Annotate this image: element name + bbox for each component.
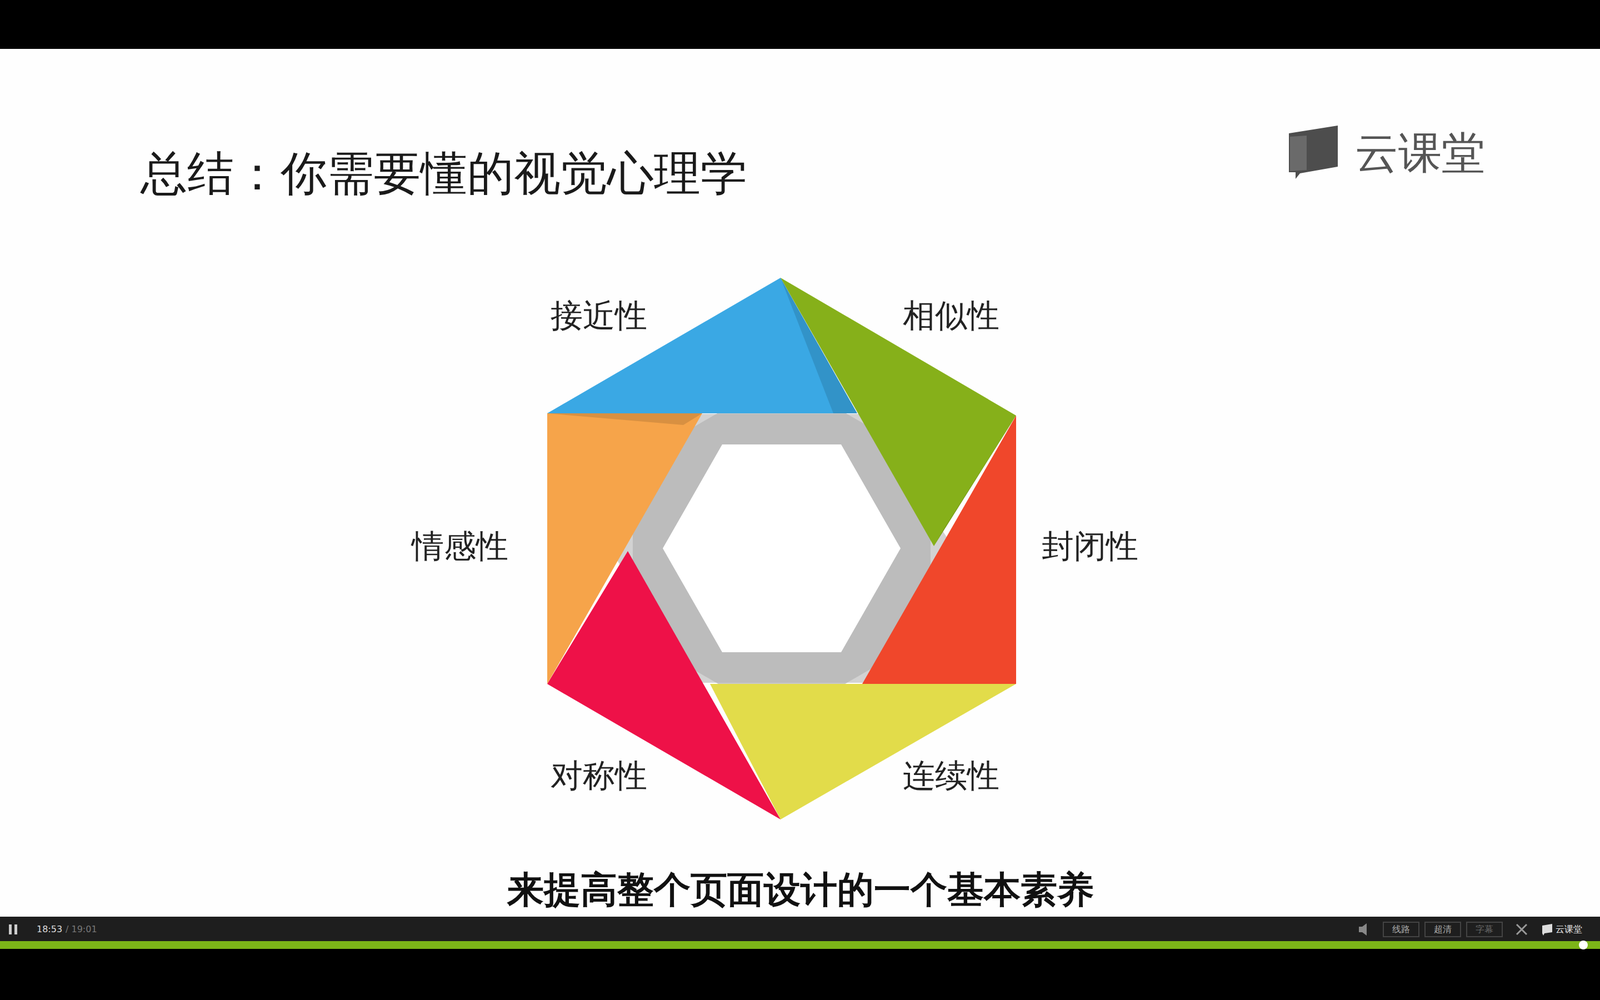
principle-label: 情感性 [411, 527, 509, 565]
principle-label: 接近性 [550, 297, 648, 335]
overlap-shade [547, 413, 703, 425]
principle-label: 对称性 [550, 757, 648, 795]
progress-knob [1578, 940, 1588, 950]
overlap-shade [933, 415, 1017, 547]
pause-icon [14, 924, 18, 935]
overlap-shade [780, 277, 858, 414]
pause-icon [8, 924, 12, 935]
fullscreen-icon [1516, 924, 1527, 935]
principle-label: 封闭性 [1041, 527, 1139, 565]
player-button: 超清 [1433, 924, 1452, 935]
button-frame [1425, 922, 1461, 937]
player-button: 字幕 [1475, 924, 1494, 935]
mini-logo-icon [1542, 923, 1553, 936]
slide-ground [0, 48, 1600, 917]
red-segment [862, 415, 1017, 684]
button-frame [1466, 922, 1503, 937]
control-bar [0, 916, 1600, 942]
center-hole [662, 444, 901, 653]
slide-title: 总结：你需要懂的视觉心理学 [140, 146, 748, 201]
player-logo: 云课堂 [1555, 924, 1583, 935]
time-current: 18:53 [36, 924, 63, 935]
subtitle: 来提高整个页面设计的一个基本素养 [507, 868, 1094, 912]
progress-bar [0, 941, 1600, 949]
button-frame [1383, 922, 1419, 937]
player-button: 线路 [1392, 924, 1410, 935]
orange-segment [547, 413, 703, 684]
logo-text: 云课堂 [1355, 128, 1485, 179]
principle-label: 连续性 [902, 757, 1000, 795]
volume-icon [1358, 923, 1367, 936]
time-total: / 19:01 [65, 924, 98, 935]
logo-icon [1288, 125, 1338, 179]
principle-label: 相似性 [902, 297, 1000, 335]
